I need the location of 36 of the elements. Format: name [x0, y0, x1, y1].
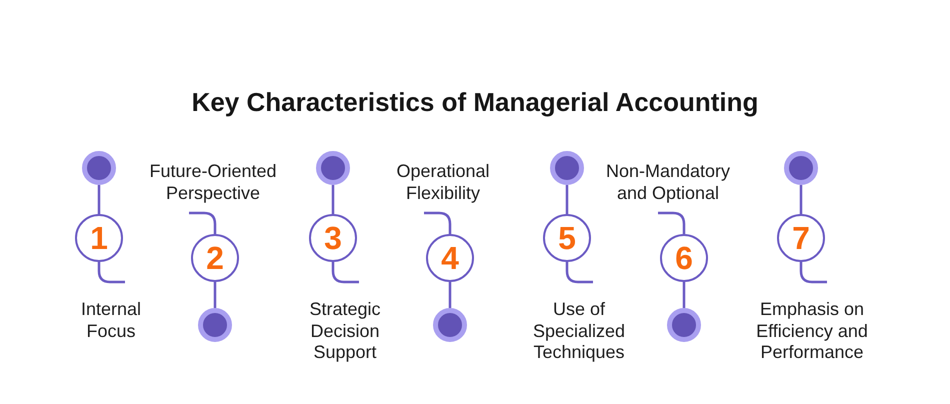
connector-line	[566, 185, 568, 214]
step-number: 5	[558, 221, 576, 255]
step-label: Non-Mandatory and Optional	[604, 161, 732, 204]
numbered-circle	[75, 214, 123, 262]
diagram-title: Key Characteristics of Managerial Accounting	[190, 86, 760, 118]
step-number: 7	[792, 221, 810, 255]
dot-icon	[82, 151, 116, 185]
connector-line	[682, 282, 686, 308]
numbered-circle	[777, 214, 825, 262]
step-number: 1	[90, 221, 108, 255]
numbered-circle	[191, 234, 239, 282]
step-label: Operational Flexibility	[395, 161, 491, 204]
numbered-circle	[426, 234, 474, 282]
step-number: 3	[324, 221, 342, 255]
step-label: Future-Oriented Perspective	[148, 161, 278, 204]
step-number: 4	[441, 241, 459, 275]
dot-icon	[550, 151, 584, 185]
numbered-circle	[660, 234, 708, 282]
connector-line	[448, 282, 452, 308]
step-label: Use of Specialized Techniques	[532, 299, 626, 364]
step-number: 6	[675, 241, 693, 275]
dot-icon	[198, 308, 232, 342]
connector-line	[98, 185, 100, 214]
step-label: Internal Focus	[80, 299, 142, 342]
step-label: Strategic Decision Support	[308, 299, 382, 364]
numbered-circle	[543, 214, 591, 262]
dot-icon	[667, 308, 701, 342]
dot-icon	[316, 151, 350, 185]
step-label: Emphasis on Efficiency and Performance	[755, 299, 869, 364]
step-number: 2	[206, 241, 224, 275]
dot-icon	[784, 151, 818, 185]
connector-line	[332, 185, 334, 214]
connector-line	[214, 282, 216, 308]
dot-icon	[433, 308, 467, 342]
connector-line	[800, 185, 802, 214]
numbered-circle	[309, 214, 357, 262]
